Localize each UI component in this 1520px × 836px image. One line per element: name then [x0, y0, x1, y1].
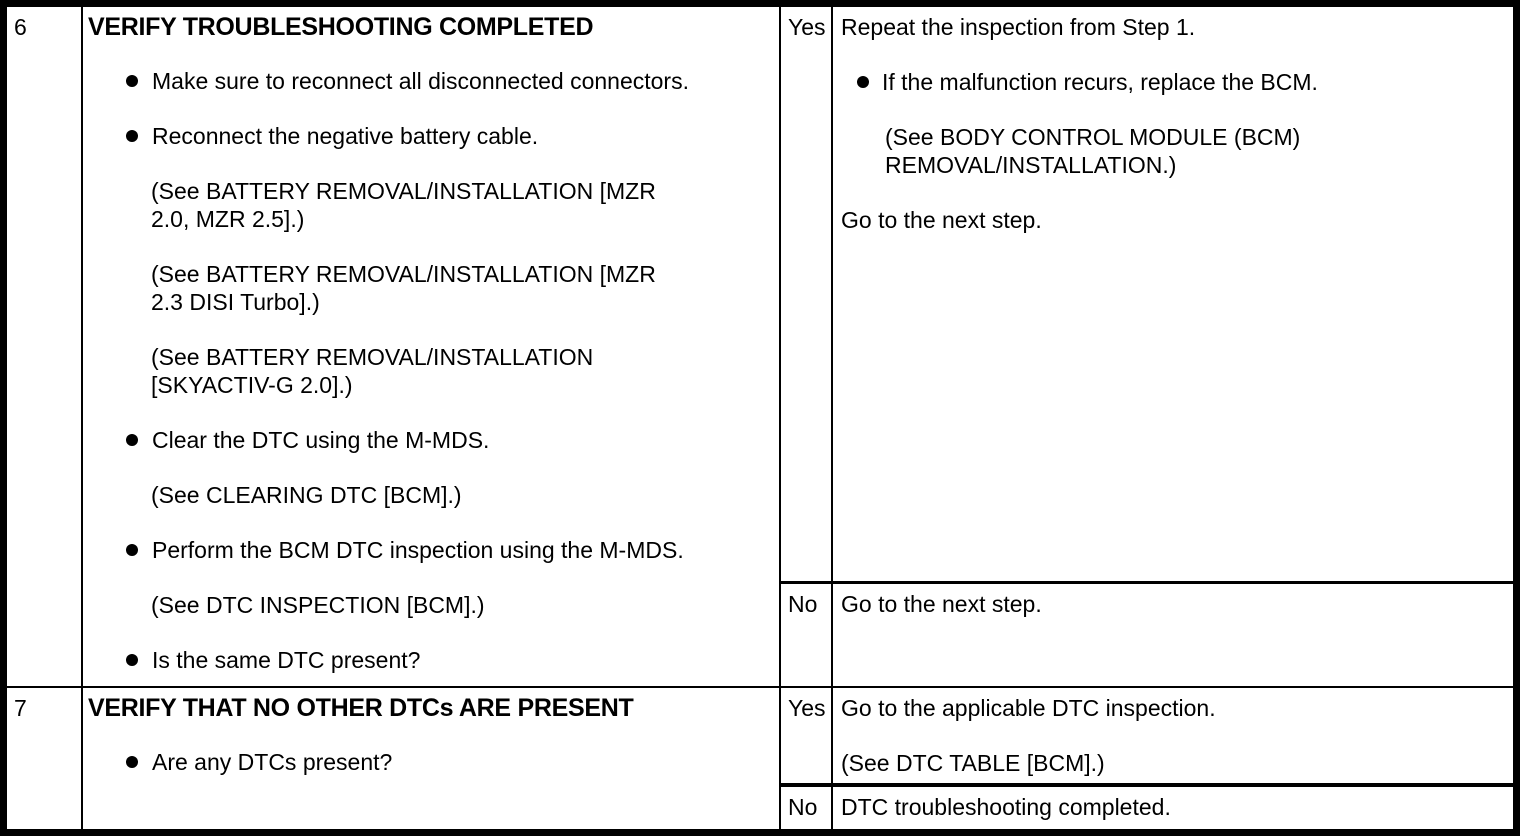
- bullet-icon: [126, 756, 138, 768]
- action-cell: VERIFY TROUBLESHOOTING COMPLETED Make su…: [83, 7, 781, 686]
- result-paragraph: Go to the applicable DTC inspection.: [841, 695, 1216, 721]
- note-text: (See DTC INSPECTION [BCM].): [151, 592, 485, 618]
- step-number-cell: 6: [7, 7, 83, 686]
- bullet-text: Perform the BCM DTC inspection using the…: [152, 537, 684, 563]
- bullet-text: Make sure to reconnect all disconnected …: [152, 68, 689, 94]
- bullet-icon: [126, 544, 138, 556]
- bullet-text: If the malfunction recurs, replace the B…: [882, 69, 1318, 95]
- answer-cell-no: No: [781, 584, 833, 686]
- action-cell: VERIFY THAT NO OTHER DTCs ARE PRESENT Ar…: [83, 688, 781, 829]
- bullet-item: Are any DTCs present?: [126, 748, 771, 776]
- result-subrow-yes: Yes Go to the applicable DTC inspection.…: [781, 688, 1513, 787]
- step-number: 6: [14, 14, 27, 40]
- step-number-cell: 7: [7, 688, 83, 829]
- answer-cell-yes: Yes: [781, 7, 833, 581]
- bullet-item: Perform the BCM DTC inspection using the…: [126, 536, 771, 564]
- answer-cell-no: No: [781, 787, 833, 829]
- bullet-text: Clear the DTC using the M-MDS.: [152, 427, 490, 453]
- answer-label: Yes: [788, 14, 826, 40]
- answer-label: Yes: [788, 695, 826, 721]
- bullet-item: Clear the DTC using the M-MDS.: [126, 426, 771, 454]
- bullet-icon: [857, 76, 869, 88]
- bullet-item: Reconnect the negative battery cable.: [126, 122, 771, 150]
- note-text: (See BATTERY REMOVAL/INSTALLATION [MZR 2…: [151, 261, 656, 315]
- result-paragraph: Go to the next step.: [841, 207, 1042, 233]
- bullet-item: If the malfunction recurs, replace the B…: [857, 68, 1505, 96]
- bullet-icon: [126, 75, 138, 87]
- result-cell-yes: Repeat the inspection from Step 1. If th…: [833, 7, 1513, 581]
- answer-label: No: [788, 591, 818, 617]
- answer-label: No: [788, 794, 818, 820]
- result-subrow-yes: Yes Repeat the inspection from Step 1. I…: [781, 7, 1513, 584]
- step-row-6: 6 VERIFY TROUBLESHOOTING COMPLETED Make …: [7, 7, 1513, 688]
- results-section: Yes Go to the applicable DTC inspection.…: [781, 688, 1513, 829]
- note-text: (See BATTERY REMOVAL/INSTALLATION [MZR 2…: [151, 178, 656, 232]
- answer-cell-yes: Yes: [781, 688, 833, 783]
- note-text: (See CLEARING DTC [BCM].): [151, 482, 462, 508]
- result-cell-no: Go to the next step.: [833, 584, 1513, 686]
- step-row-7: 7 VERIFY THAT NO OTHER DTCs ARE PRESENT …: [7, 688, 1513, 829]
- results-section: Yes Repeat the inspection from Step 1. I…: [781, 7, 1513, 686]
- note-text: (See BATTERY REMOVAL/INSTALLATION [SKYAC…: [151, 344, 594, 398]
- bullet-text: Is the same DTC present?: [152, 647, 421, 673]
- action-title: VERIFY TROUBLESHOOTING COMPLETED: [88, 13, 594, 41]
- action-title: VERIFY THAT NO OTHER DTCs ARE PRESENT: [88, 694, 634, 722]
- bullet-item: Make sure to reconnect all disconnected …: [126, 67, 771, 95]
- bullet-text: Reconnect the negative battery cable.: [152, 123, 539, 149]
- bullet-icon: [126, 130, 138, 142]
- bullet-icon: [126, 434, 138, 446]
- bullet-text: Are any DTCs present?: [152, 749, 393, 775]
- result-subrow-no: No Go to the next step.: [781, 584, 1513, 686]
- result-subrow-no: No DTC troubleshooting completed.: [781, 787, 1513, 829]
- step-number: 7: [14, 695, 27, 721]
- result-cell-no: DTC troubleshooting completed.: [833, 787, 1513, 829]
- note-text: (See BODY CONTROL MODULE (BCM) REMOVAL/I…: [885, 124, 1301, 178]
- bullet-item: Is the same DTC present?: [126, 646, 771, 674]
- result-paragraph: DTC troubleshooting completed.: [841, 794, 1171, 820]
- bullet-icon: [126, 654, 138, 666]
- result-cell-yes: Go to the applicable DTC inspection. (Se…: [833, 688, 1513, 783]
- result-paragraph: Go to the next step.: [841, 591, 1042, 617]
- result-paragraph: (See DTC TABLE [BCM].): [841, 750, 1105, 776]
- result-paragraph: Repeat the inspection from Step 1.: [841, 14, 1196, 40]
